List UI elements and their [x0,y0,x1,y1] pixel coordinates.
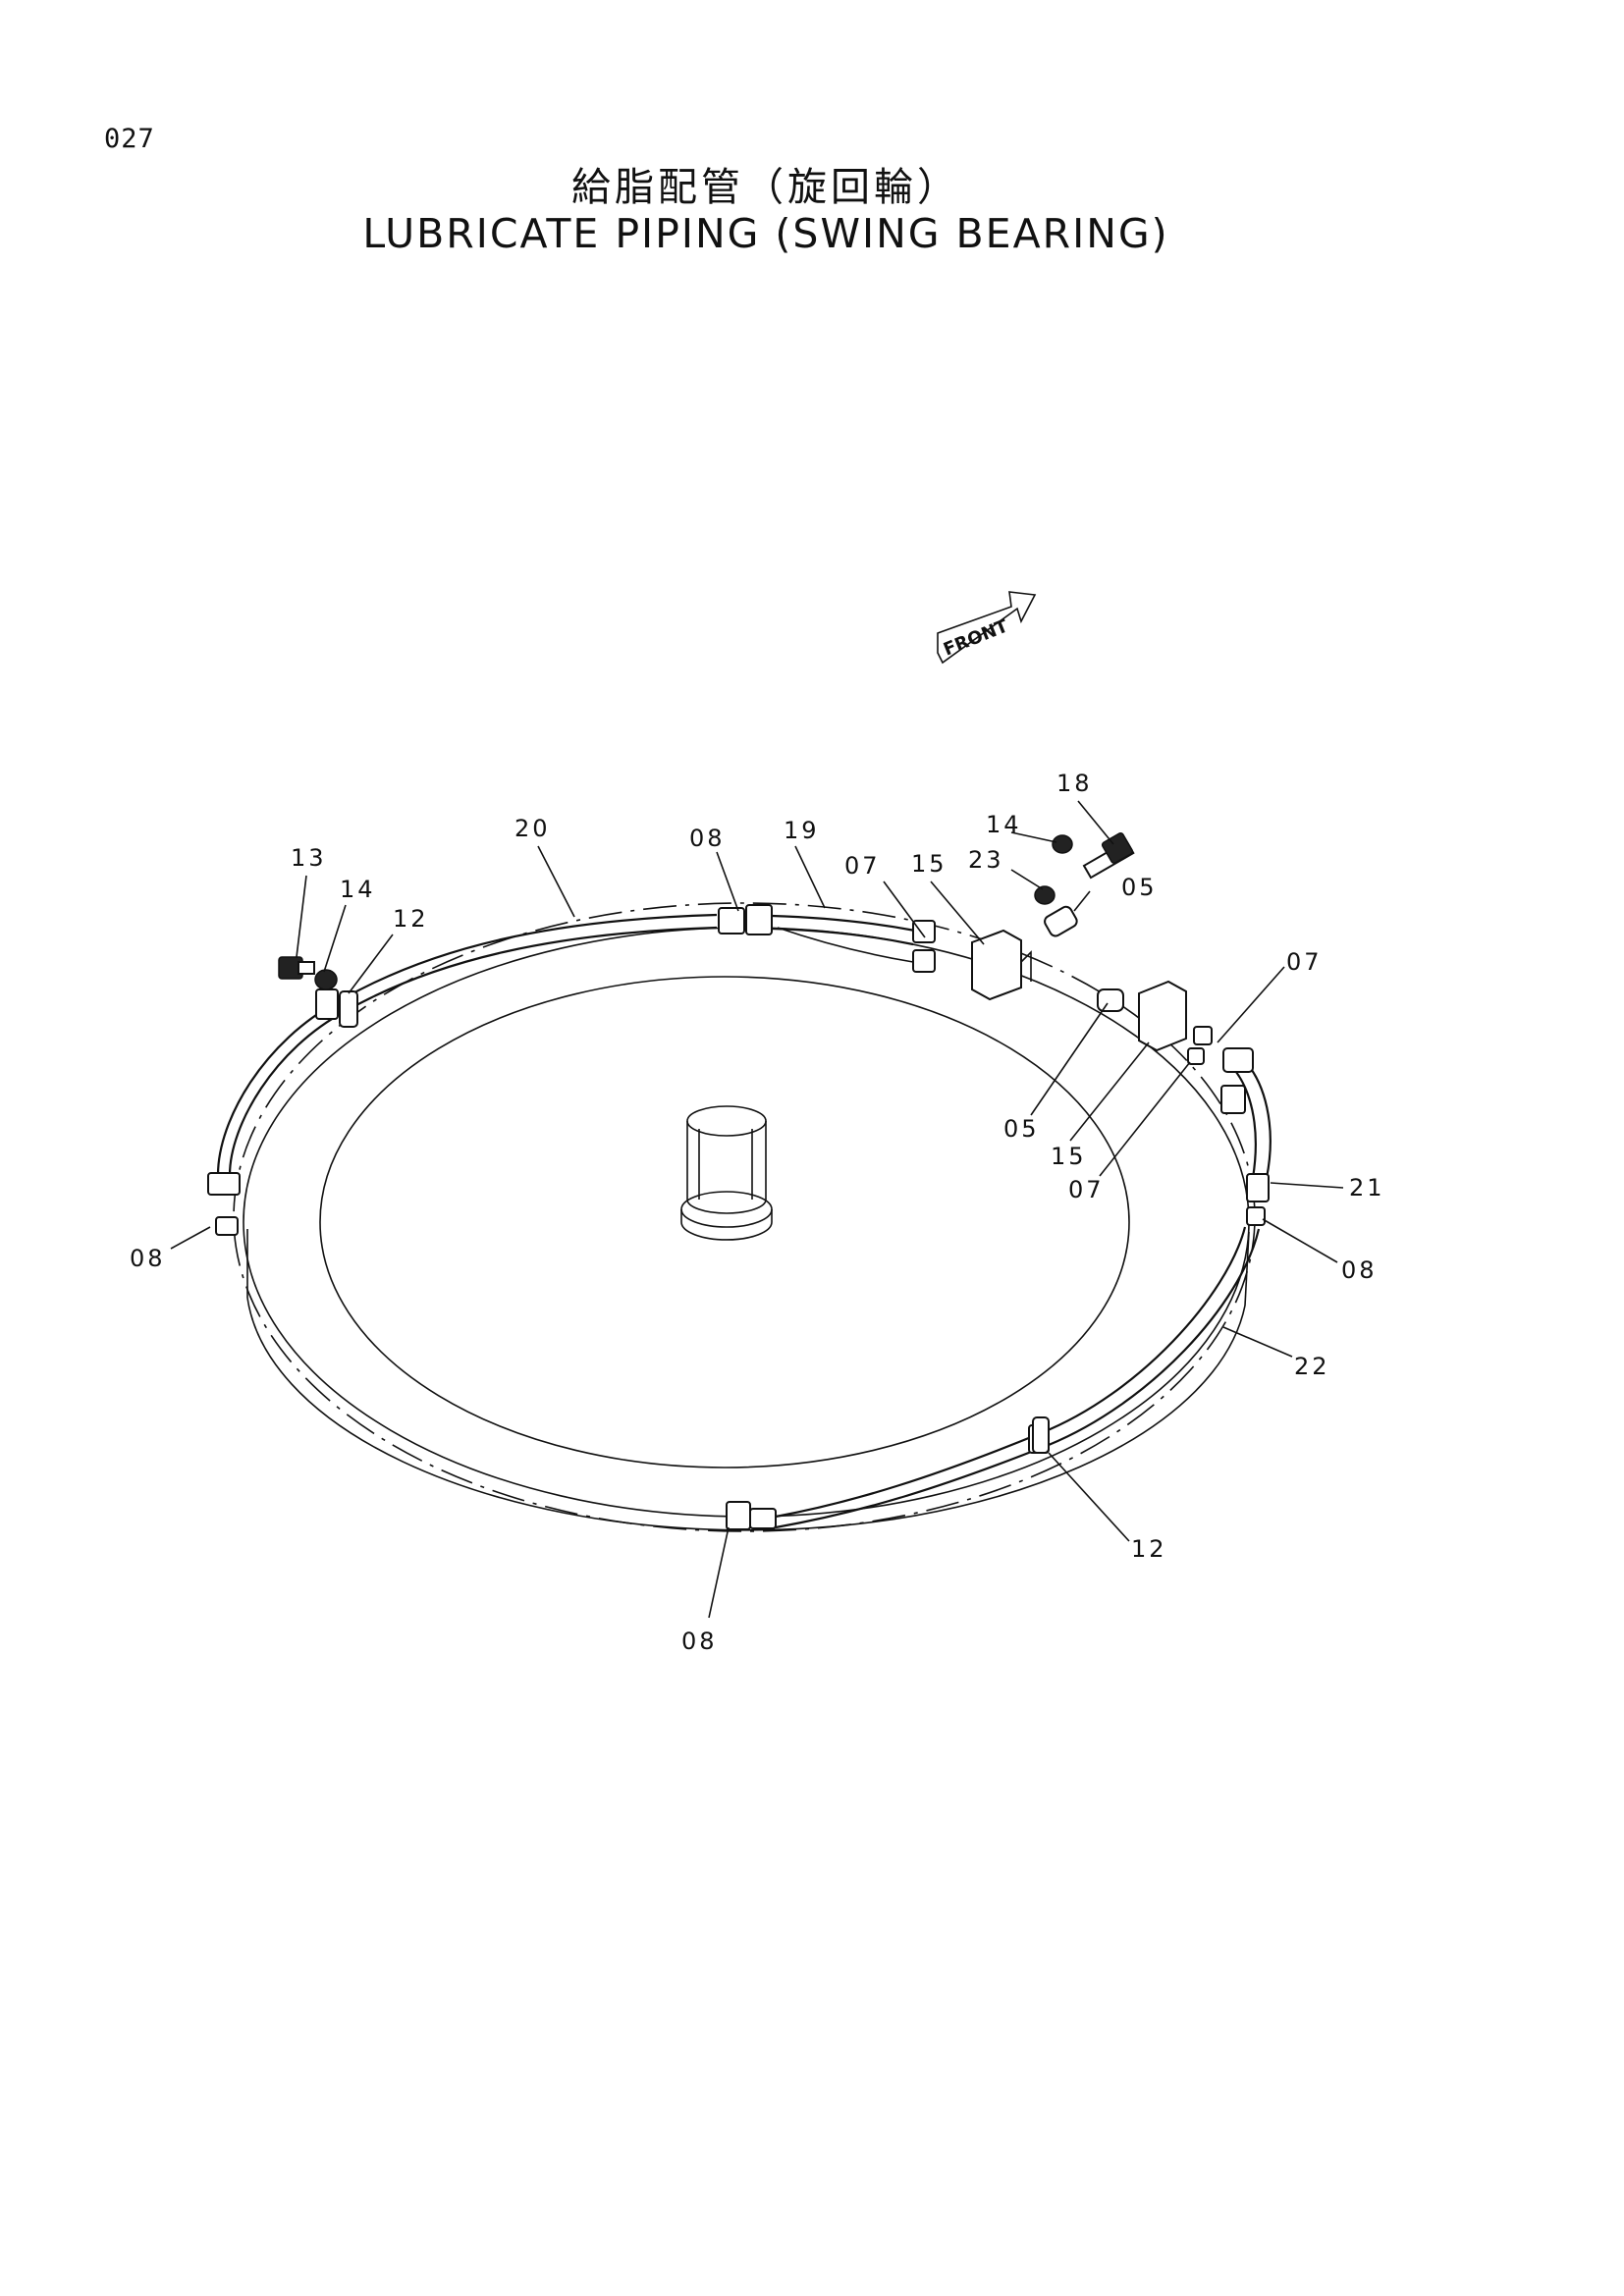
callout-19: 19 [784,817,820,844]
center-swivel [680,1105,773,1241]
callout-14: 14 [340,876,376,903]
callout-12: 12 [1131,1535,1167,1563]
callout-13: 13 [291,844,327,872]
callout-08: 08 [130,1245,166,1272]
callout-18: 18 [1056,770,1093,797]
callout-14: 14 [986,811,1022,838]
callout-21: 21 [1349,1174,1385,1201]
callout-15: 15 [1051,1143,1087,1170]
callout-08: 08 [681,1628,718,1655]
front-label: FRONT [941,615,1011,661]
pipe-20 [216,913,718,1176]
callout-22: 22 [1294,1353,1330,1380]
callout-labels: 13 14 12 20 08 19 07 15 23 14 18 05 07 0… [130,770,1385,1655]
callout-20: 20 [514,815,551,842]
pipe-22 [775,1226,1261,1529]
callout-05: 05 [1003,1115,1040,1143]
callout-23: 23 [968,846,1004,874]
front-arrow: FRONT [937,591,1037,665]
callout-08: 08 [689,825,726,852]
callout-07: 07 [844,852,881,880]
callout-12: 12 [393,905,429,933]
callout-08: 08 [1341,1256,1378,1284]
leader-lines [170,800,1344,1619]
title-japanese: 給脂配管（旋回輪） [571,165,960,210]
callout-15: 15 [911,850,947,878]
callout-07: 07 [1286,948,1323,976]
callout-07: 07 [1068,1176,1105,1203]
page-number: 027 [104,124,155,154]
pipe-21 [1226,1054,1272,1179]
title-english: LUBRICATE PIPING (SWING BEARING) [362,210,1169,257]
callout-05: 05 [1121,874,1158,901]
pipe-19 [771,914,916,963]
